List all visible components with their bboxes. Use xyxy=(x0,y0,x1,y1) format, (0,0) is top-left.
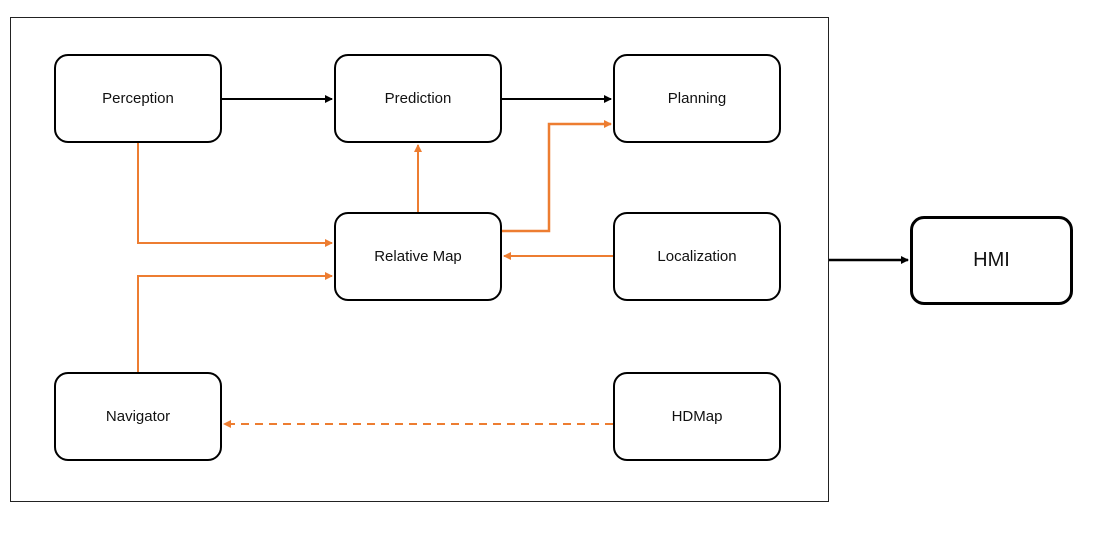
node-planning: Planning xyxy=(613,54,781,143)
node-relative-map: Relative Map xyxy=(334,212,502,301)
edge-navigator-to-relative-map xyxy=(137,272,333,372)
node-label: HMI xyxy=(973,249,1010,271)
node-localization: Localization xyxy=(613,212,781,301)
node-label: Localization xyxy=(657,248,737,265)
system-boundary-frame xyxy=(10,17,829,502)
node-label: Perception xyxy=(102,90,174,107)
node-navigator: Navigator xyxy=(54,372,222,461)
node-hmi: HMI xyxy=(910,216,1073,305)
node-prediction: Prediction xyxy=(334,54,502,143)
node-hdmap: HDMap xyxy=(613,372,781,461)
node-perception: Perception xyxy=(54,54,222,143)
node-label: Relative Map xyxy=(374,248,462,265)
node-label: Prediction xyxy=(384,90,452,107)
edge-perception-to-relative-map xyxy=(137,143,333,247)
node-label: HDMap xyxy=(671,408,723,425)
node-label: Planning xyxy=(667,90,727,107)
node-label: Navigator xyxy=(105,408,171,425)
edge-relative-map-to-planning xyxy=(502,120,612,233)
